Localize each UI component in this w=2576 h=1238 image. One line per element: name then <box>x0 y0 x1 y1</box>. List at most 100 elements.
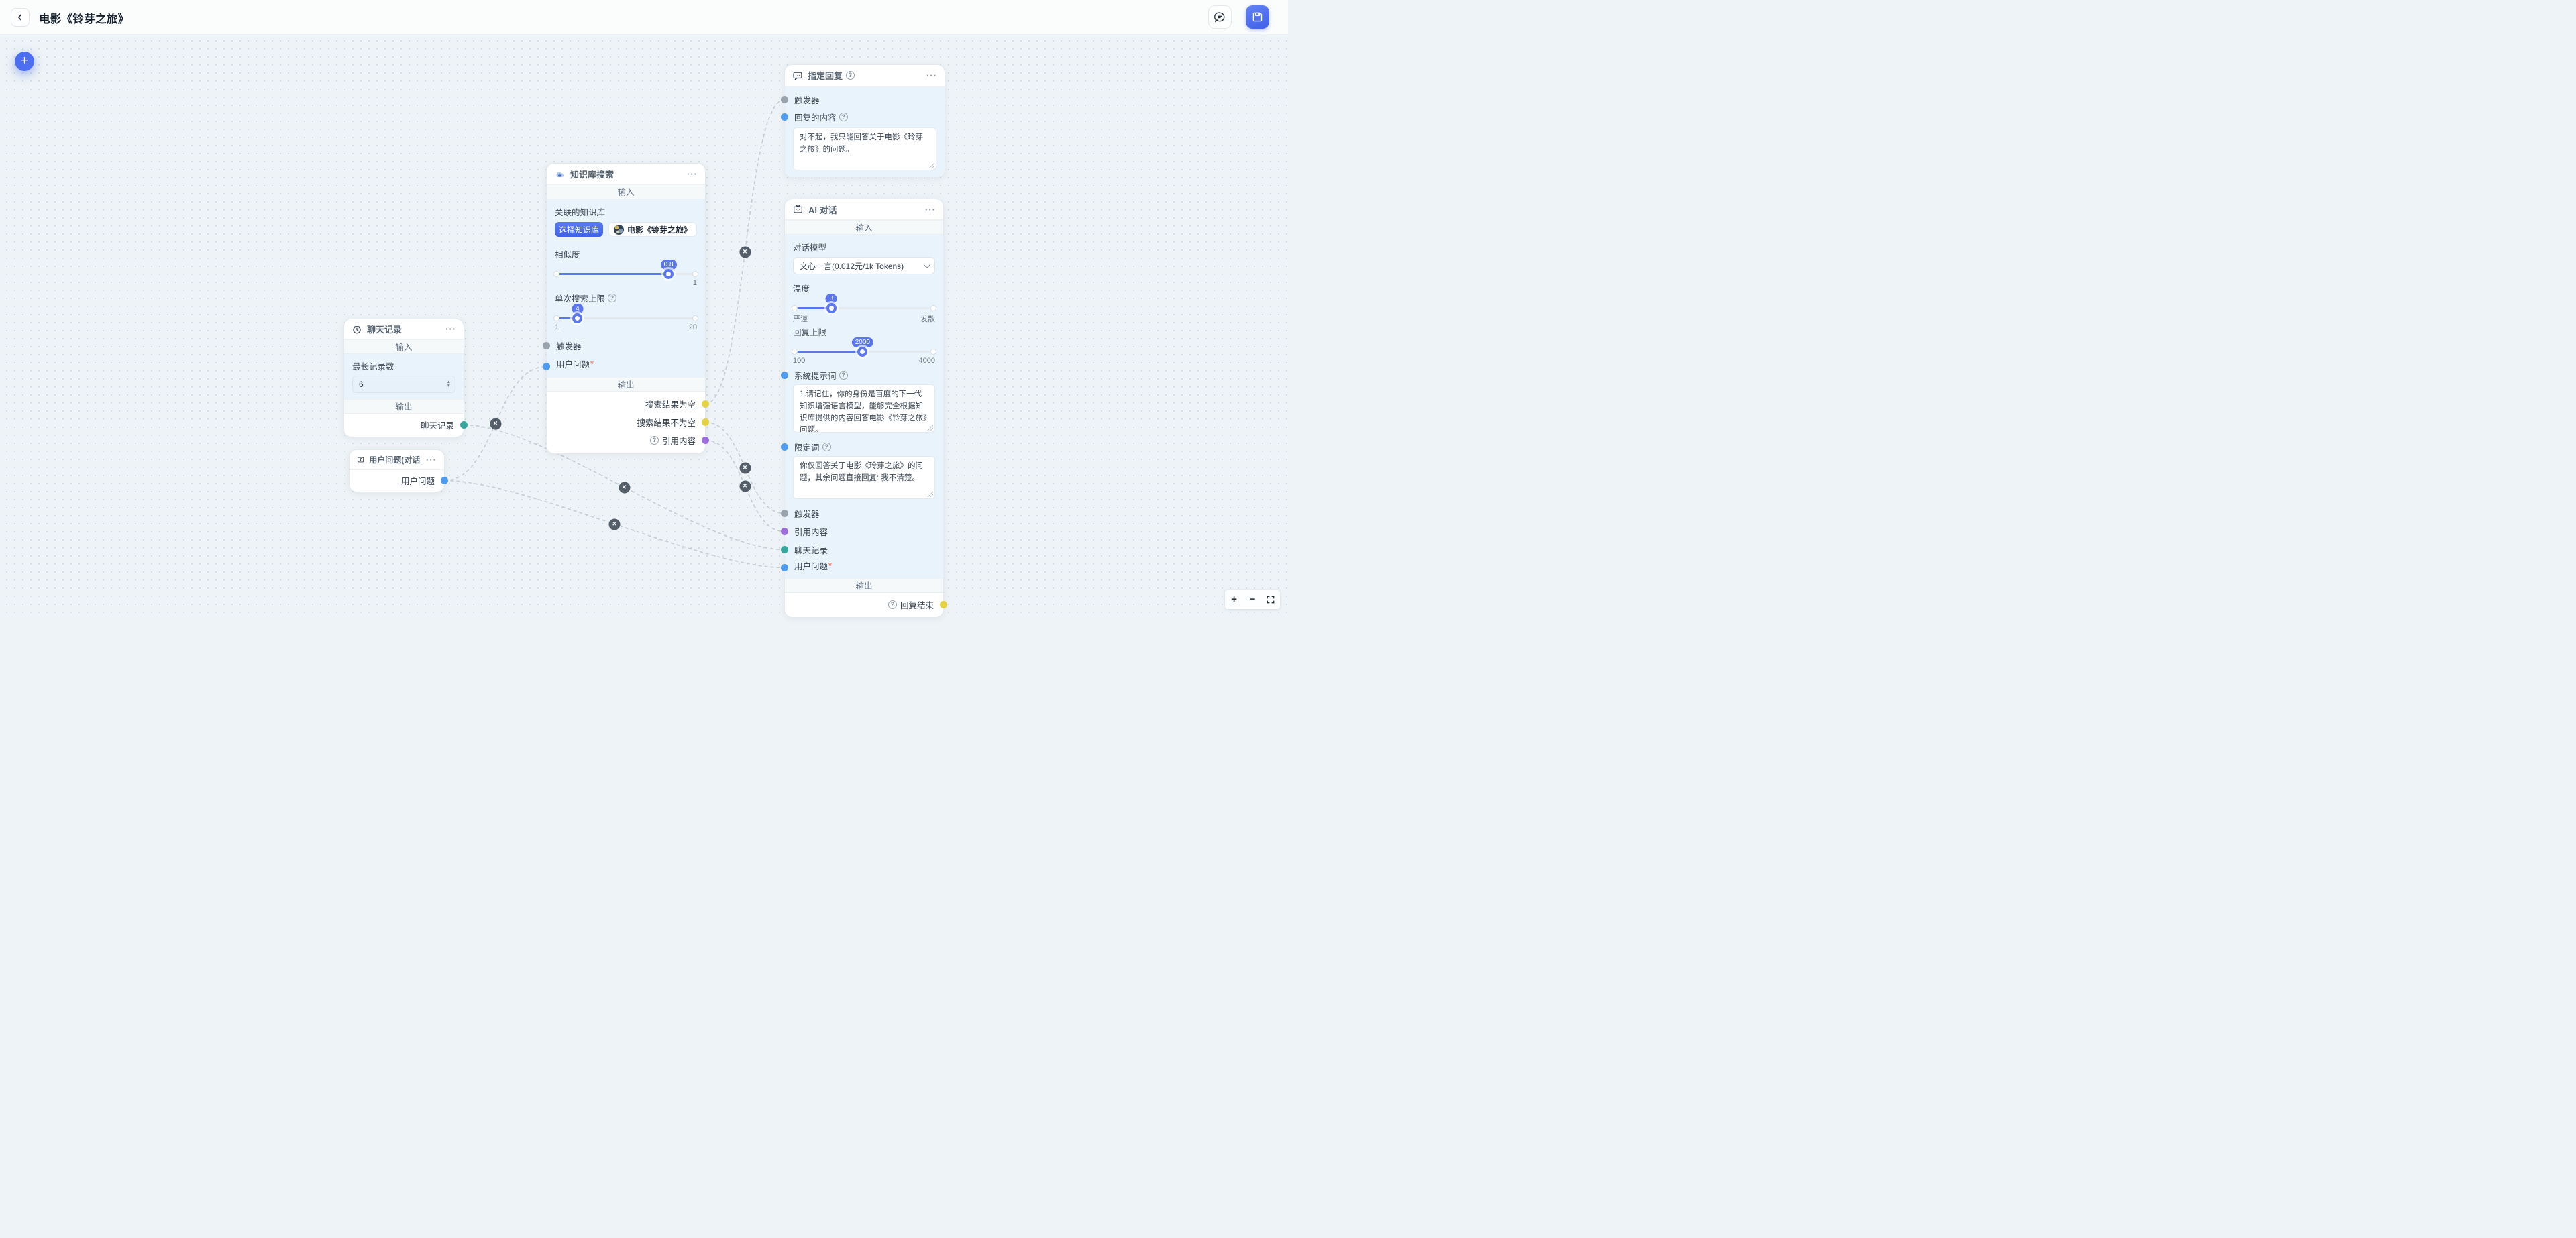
node-outputs: 搜索结果为空 搜索结果不为空 ? 引用内容 <box>547 392 709 453</box>
chat-preview-button[interactable] <box>1208 5 1232 29</box>
similarity-label: 相似度 <box>555 250 580 260</box>
node-header[interactable]: 聊天记录 ··· <box>344 319 464 339</box>
ai-chat-history-port[interactable] <box>781 546 788 553</box>
help-icon[interactable]: ? <box>846 71 855 80</box>
help-icon[interactable]: ? <box>839 370 848 380</box>
chat-history-output-port[interactable] <box>460 421 468 429</box>
reply-content-textarea[interactable]: 对不起，我只能回答关于电影《玲芽之旅》的问题。 <box>793 127 936 170</box>
ai-reference-label: 引用内容 <box>794 528 828 537</box>
knowledge-base-icon <box>556 171 564 177</box>
similarity-slider[interactable]: 0.8 1 <box>553 260 698 288</box>
node-menu-button[interactable]: ··· <box>926 70 937 80</box>
delete-edge-button[interactable]: × <box>619 482 630 493</box>
add-node-button[interactable]: + <box>15 52 34 71</box>
canvas[interactable]: + 聊天记录 ··· 输入 最长记录数 6 ▲ ▼ 输出 聊天记录 <box>0 34 1288 619</box>
fit-view-icon <box>1267 596 1275 604</box>
ai-question-port[interactable] <box>781 564 788 571</box>
kb-out-reference-port[interactable] <box>702 437 709 444</box>
node-menu-button[interactable]: ··· <box>687 168 698 179</box>
help-icon[interactable]: ? <box>822 442 831 451</box>
model-select[interactable]: 文心一言(0.012元/1k Tokens) <box>793 257 935 274</box>
kb-out-empty-port[interactable] <box>702 400 709 408</box>
number-stepper[interactable]: ▲ ▼ <box>447 380 453 388</box>
zoom-in-button[interactable]: + <box>1231 594 1238 605</box>
ai-out-end-port[interactable] <box>940 601 947 608</box>
node-fixed-reply[interactable]: 指定回复 ? ··· 触发器 回复的内容 ? 对不起，我只能回答关于电影《玲芽之… <box>781 64 945 178</box>
slider-track[interactable] <box>555 317 696 319</box>
slider-fill <box>555 273 669 275</box>
select-kb-button[interactable]: 选择知识库 <box>555 222 603 237</box>
stepper-down-icon[interactable]: ▼ <box>446 384 451 388</box>
node-title: AI 对话 <box>808 205 837 215</box>
node-ai-chat[interactable]: AI 对话 ··· 输入 对话模型 文心一言(0.012元/1k Tokens)… <box>781 199 947 618</box>
help-icon[interactable]: ? <box>839 112 848 121</box>
reply-limit-slider[interactable]: 2000 100 4000 <box>792 337 936 366</box>
slider-min-cap <box>792 349 798 355</box>
help-icon[interactable]: ? <box>888 600 897 609</box>
node-kb-search[interactable]: 知识库搜索 ··· 输入 关联的知识库 选择知识库 电影《铃芽之旅》 相似度 0… <box>543 163 709 454</box>
delete-edge-button[interactable]: × <box>739 480 751 492</box>
search-limit-label: 单次搜索上限 ? <box>555 292 697 304</box>
kb-question-port[interactable] <box>543 363 550 370</box>
slider-thumb[interactable] <box>857 347 868 357</box>
kb-question-label: 用户问题 <box>556 360 590 370</box>
delete-edge-button[interactable]: × <box>608 518 621 530</box>
node-menu-button[interactable]: ··· <box>925 204 936 215</box>
node-header[interactable]: AI 对话 ··· <box>785 199 943 220</box>
fit-view-button[interactable] <box>1264 591 1277 608</box>
port-row: 系统提示词 ? <box>781 368 943 382</box>
reply-trigger-port[interactable] <box>781 96 788 103</box>
node-title: 聊天记录 <box>367 325 402 335</box>
delete-edge-button[interactable]: × <box>490 418 501 429</box>
temperature-min-label: 严谨 <box>793 315 808 323</box>
ai-trigger-port[interactable] <box>781 510 788 517</box>
save-button[interactable] <box>1246 5 1269 29</box>
qualifier-textarea[interactable]: 你仅回答关于电影《玲芽之旅》的问题，其余问题直接回复: 我不清楚。 <box>793 456 935 499</box>
search-limit-slider[interactable]: 4 1 20 <box>553 304 698 333</box>
slider-thumb[interactable] <box>826 303 837 313</box>
reply-bubble-icon <box>793 72 802 80</box>
reply-content-port[interactable] <box>781 113 788 121</box>
help-icon[interactable]: ? <box>608 294 617 302</box>
search-limit-max-label: 20 <box>688 323 697 331</box>
port-row: 触发器 <box>781 91 945 109</box>
node-user-question[interactable]: 用户问题(对话入口) ··· 用户问题 <box>349 449 448 492</box>
node-chat-history[interactable]: 聊天记录 ··· 输入 最长记录数 6 ▲ ▼ 输出 聊天记录 <box>343 319 468 437</box>
kb-trigger-port[interactable] <box>543 342 550 349</box>
temperature-max-label: 发散 <box>920 315 935 323</box>
ai-chat-history-label: 聊天记录 <box>794 546 828 555</box>
zoom-out-button[interactable]: − <box>1249 594 1256 605</box>
node-menu-button[interactable]: ··· <box>445 324 456 334</box>
reply-limit-label: 回复上限 <box>793 328 827 337</box>
kb-out-not-empty-label: 搜索结果不为空 <box>637 418 696 428</box>
sys-prompt-textarea[interactable]: 1.请记住，你的身份是百度的下一代知识增强语言模型，能够完全根据知识库提供的内容… <box>793 384 935 433</box>
user-question-output-port[interactable] <box>441 477 448 484</box>
qualifier-label: 限定词 ? <box>794 441 831 453</box>
user-question-output-label: 用户问题 <box>400 477 435 486</box>
temperature-slider[interactable]: 3 严谨 发散 <box>792 294 936 323</box>
search-limit-value-badge: 4 <box>572 304 584 314</box>
node-header[interactable]: 指定回复 ? ··· <box>785 65 945 87</box>
sys-prompt-port[interactable] <box>781 372 788 379</box>
kb-name: 电影《铃芽之旅》 <box>627 225 692 235</box>
delete-edge-button[interactable]: × <box>739 246 751 258</box>
help-icon[interactable]: ? <box>649 436 659 445</box>
kb-tag[interactable]: 电影《铃芽之旅》 <box>608 222 697 237</box>
qualifier-port[interactable] <box>781 443 788 451</box>
slider-thumb[interactable] <box>572 313 583 323</box>
slider-track[interactable] <box>794 307 934 309</box>
max-records-input[interactable]: 6 ▲ ▼ <box>352 376 455 393</box>
port-row: 触发器 <box>781 504 943 522</box>
ai-question-label: 用户问题 <box>794 562 828 571</box>
model-label: 对话模型 <box>793 243 827 253</box>
delete-edge-button[interactable]: × <box>739 462 751 473</box>
kb-out-not-empty-port[interactable] <box>702 418 709 426</box>
slider-thumb[interactable] <box>663 269 674 279</box>
back-button[interactable] <box>11 8 30 27</box>
node-header[interactable]: 知识库搜索 ··· <box>547 164 705 184</box>
max-records-value[interactable]: 6 <box>359 380 364 389</box>
node-header[interactable]: 用户问题(对话入口) ··· <box>350 450 444 470</box>
node-title: 指定回复 ? <box>808 69 922 82</box>
ai-reference-port[interactable] <box>781 528 788 535</box>
node-menu-button[interactable]: ··· <box>426 455 437 465</box>
